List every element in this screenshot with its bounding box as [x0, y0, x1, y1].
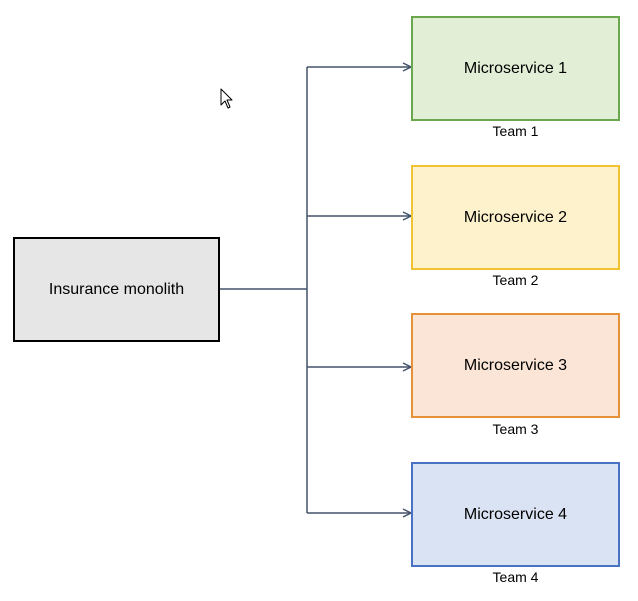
mouse-pointer-icon: [220, 88, 233, 109]
microservice-2-label: Microservice 2: [463, 208, 568, 226]
microservice-1-box: Microservice 1: [411, 16, 620, 121]
microservice-4-box: Microservice 4: [411, 462, 620, 567]
microservice-1-label: Microservice 1: [463, 59, 568, 77]
microservice-2-box: Microservice 2: [411, 165, 620, 270]
microservice-3-box: Microservice 3: [411, 313, 620, 418]
monolith-box: Insurance monolith: [13, 237, 220, 342]
monolith-label: Insurance monolith: [48, 280, 185, 298]
team-2-label: Team 2: [492, 272, 539, 288]
team-3-label: Team 3: [492, 421, 539, 437]
microservice-4-label: Microservice 4: [463, 505, 568, 523]
team-1-label: Team 1: [492, 123, 539, 139]
team-4-label: Team 4: [492, 569, 539, 585]
microservice-3-label: Microservice 3: [463, 356, 568, 374]
